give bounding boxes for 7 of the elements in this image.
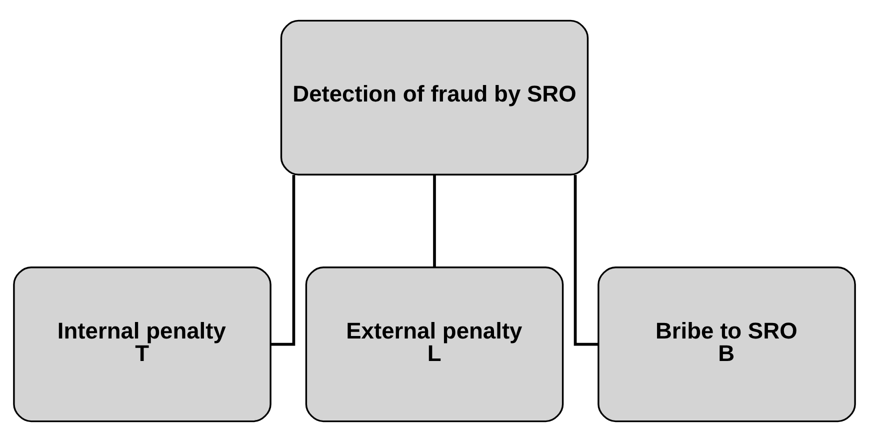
connector — [574, 175, 598, 346]
node-box: Bribe to SRO B — [598, 266, 856, 422]
connector — [433, 175, 436, 268]
connector — [270, 175, 296, 346]
node-box: Internal penalty T — [13, 266, 272, 422]
node-box: External penalty L — [305, 266, 564, 422]
node-box: Detection of fraud by SRO — [280, 20, 589, 176]
